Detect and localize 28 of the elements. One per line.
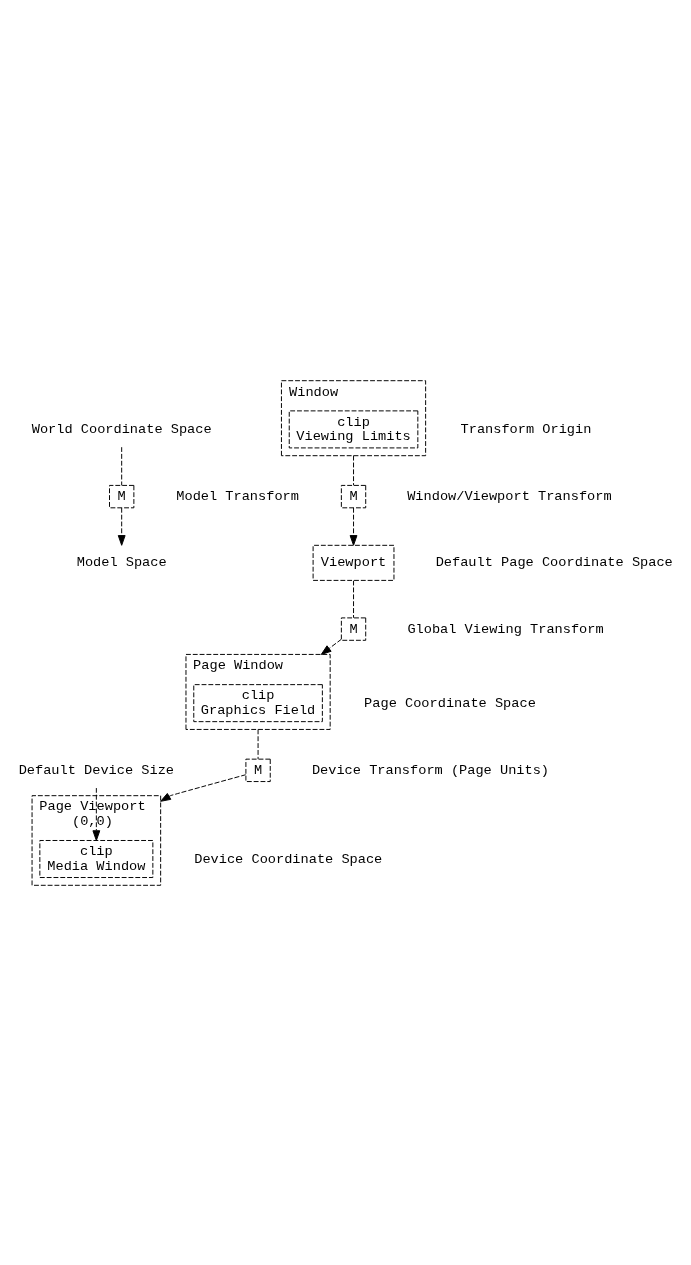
- node-label: Window/Viewport Transform: [407, 488, 612, 504]
- node-box: M: [109, 484, 135, 508]
- connector: [353, 454, 355, 486]
- node-text: Model Space: [76, 554, 167, 570]
- node-box: clip Media Window: [39, 839, 154, 878]
- node-text: World Coordinate Space: [31, 421, 212, 437]
- connector: [257, 728, 259, 760]
- node-box: M: [340, 484, 367, 508]
- node-label: Default Page Coordinate Space: [435, 554, 673, 570]
- node-label: Page Coordinate Space: [364, 695, 536, 711]
- node-box: clip Graphics Field: [193, 683, 323, 722]
- node-label: Device Transform (Page Units): [311, 762, 550, 778]
- node-label: Device Coordinate Space: [194, 851, 383, 867]
- node-box: Viewport: [312, 544, 395, 581]
- arrow: [320, 638, 342, 655]
- node-box: clip Viewing Limits: [288, 409, 419, 448]
- connector: [121, 446, 123, 486]
- node-box: M: [245, 758, 271, 782]
- arrow: [92, 787, 101, 841]
- node-text: Default Device Size: [18, 762, 175, 778]
- label: Transform Origin: [460, 421, 592, 437]
- connector: [353, 579, 355, 618]
- node-label: Model Transform: [176, 488, 299, 504]
- arrow: [160, 773, 247, 802]
- node-box: M: [340, 616, 367, 641]
- arrow: [349, 506, 358, 546]
- arrow: [117, 506, 126, 546]
- node-label: Global Viewing Transform: [407, 621, 604, 637]
